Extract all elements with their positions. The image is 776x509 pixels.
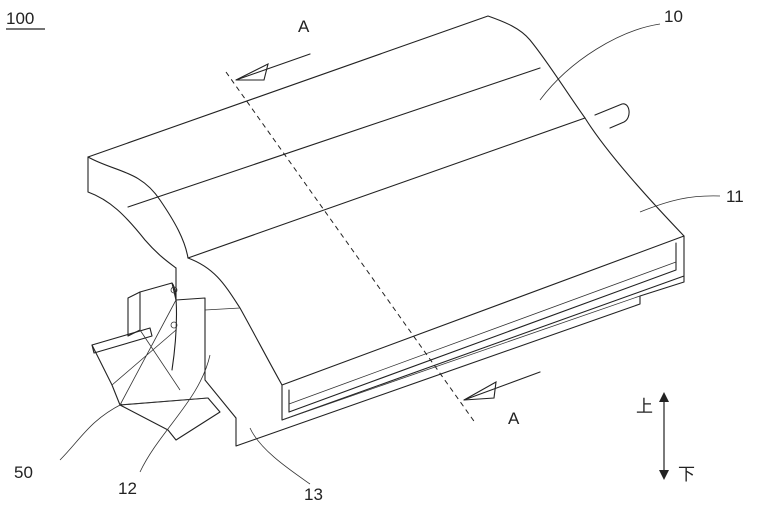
- bottom-channel: [235, 275, 685, 447]
- channel-inner-line: [288, 261, 677, 405]
- rod-lower: [91, 344, 121, 406]
- section-label-bottom: A: [508, 409, 520, 428]
- arrow-bottom-head: [463, 380, 497, 401]
- front-profile: [187, 257, 283, 386]
- left-vertical-edge: [87, 156, 177, 269]
- wire-lines: [111, 299, 209, 406]
- leader-12: [139, 354, 211, 473]
- bottom-edge-line: [281, 295, 641, 421]
- direction-arrow-up: [659, 392, 669, 402]
- leader-10: [539, 23, 661, 101]
- figure-number: 100: [6, 9, 34, 28]
- direction-up-label: 上: [636, 397, 653, 416]
- arrow-top-head: [235, 62, 269, 81]
- direction-down-label: 下: [678, 465, 695, 484]
- direction-arrow-down: [659, 470, 669, 480]
- front-opening-inner: [288, 242, 677, 413]
- bracket-assembly: [91, 282, 221, 441]
- ridge-line-2: [187, 117, 586, 259]
- top-back-edge: [87, 15, 685, 237]
- leader-13: [249, 427, 311, 485]
- section-label-top: A: [298, 17, 310, 36]
- section-line: [225, 71, 477, 425]
- heat-sink-body: [87, 15, 685, 447]
- wire-loop: [171, 282, 178, 371]
- left-top-edge: [87, 156, 189, 259]
- rod-upper: [91, 327, 153, 354]
- left-inner-line: [204, 307, 241, 311]
- arrow-top-shaft: [235, 53, 311, 81]
- left-lower-body: [175, 267, 237, 419]
- ridge-line-1: [127, 67, 541, 208]
- screw-1: [170, 286, 178, 294]
- leader-50: [59, 403, 123, 461]
- base-plate: [119, 397, 221, 441]
- callout-50: 50: [14, 463, 33, 482]
- callout-10: 10: [664, 7, 683, 26]
- callout-13: 13: [304, 485, 323, 504]
- arrow-bottom-shaft: [463, 371, 541, 401]
- screw-2: [170, 321, 178, 329]
- leader-11: [639, 195, 721, 213]
- pipe-right: [594, 103, 630, 129]
- bracket-plate: [127, 291, 141, 337]
- bracket-top: [139, 282, 177, 301]
- callout-12: 12: [118, 479, 137, 498]
- callout-11: 11: [726, 187, 744, 206]
